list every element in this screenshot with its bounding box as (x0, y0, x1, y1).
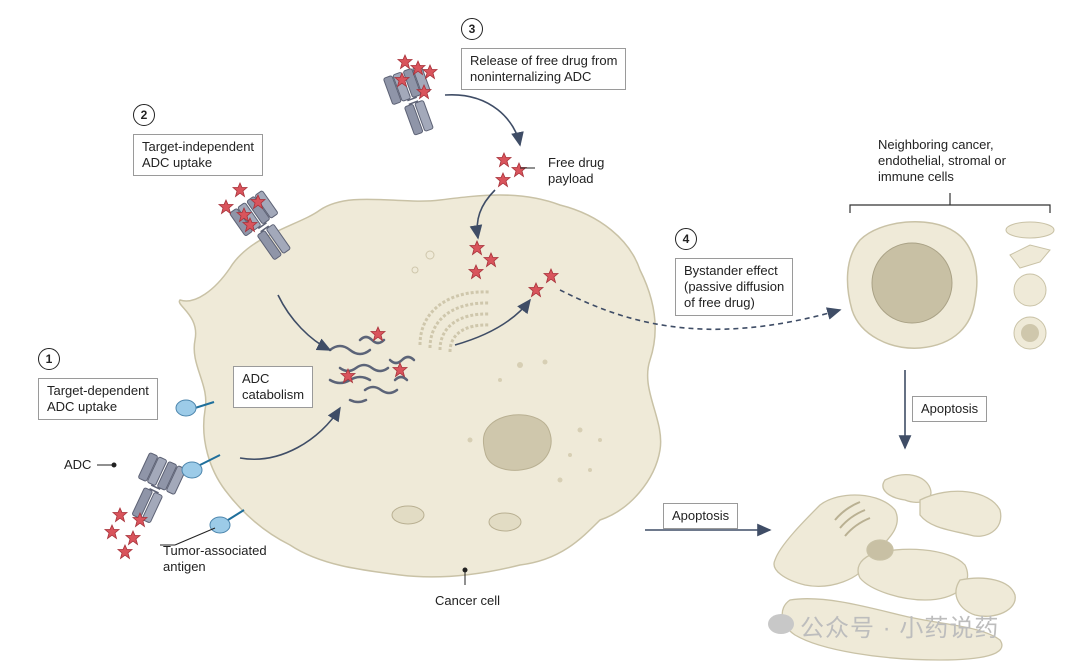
free-drug-line: Free drug (548, 155, 605, 170)
step-2-label: Target-independent ADC uptake (133, 134, 264, 176)
tumor-antigen-label: Tumor-associated antigen (163, 543, 267, 575)
neighboring-cells-label: Neighboring cancer, endothelial, stromal… (878, 137, 1006, 185)
neighbor-cell-small (1005, 221, 1055, 239)
step-4-label-line: Bystander effect (684, 263, 778, 278)
neighbor-bracket (849, 193, 1051, 213)
apoptotic-organelles (834, 501, 871, 537)
cancer-cell-label: Cancer cell (435, 593, 501, 608)
free-drug-line: payload (548, 171, 594, 186)
step-number-4: 4 (675, 228, 697, 250)
step-number-1: 1 (38, 348, 60, 370)
adc-label: ADC (64, 457, 92, 472)
tumor-antigen-line: antigen (163, 559, 206, 574)
apoptotic-fragments (773, 474, 1016, 661)
neighbor-cell-small (1009, 244, 1051, 269)
adc-catabolism-label: ADC catabolism (233, 366, 314, 408)
step-3-label-line: noninternalizing ADC (470, 69, 592, 84)
step-3-label: Release of free drug from noninternalizi… (461, 48, 627, 90)
free-drug-label: Free drug payload (548, 155, 604, 187)
step-number-2: 2 (133, 104, 155, 126)
step-4-label-line: of free drug) (684, 295, 755, 310)
step-1-label: Target-dependent ADC uptake (38, 378, 158, 420)
step-2-label-line: ADC uptake (142, 155, 213, 170)
watermark: 公众号 · 小药说药 (800, 615, 1000, 642)
adc-catabolism-line: ADC (242, 371, 270, 386)
wechat-icon (768, 614, 794, 634)
tumor-antigens (175, 399, 245, 534)
leader-lines (97, 167, 535, 585)
step-4-label-line: (passive diffusion (684, 279, 785, 294)
nucleus (482, 414, 552, 471)
arrows (239, 94, 912, 537)
neighboring-line: endothelial, stromal or (878, 153, 1006, 168)
adc-antibody-step1 (122, 451, 187, 529)
step-2-label-line: Target-independent (142, 139, 255, 154)
catabolism-fragments (328, 335, 416, 404)
vesicles (411, 250, 602, 483)
endoplasmic-reticulum (418, 290, 491, 353)
step-1-label-line: Target-dependent (47, 383, 149, 398)
neighbor-cell-large (846, 221, 978, 349)
step-3-label-line: Release of free drug from (470, 53, 618, 68)
mitochondrion (488, 512, 522, 532)
adc-catabolism-line: catabolism (242, 387, 305, 402)
neighboring-line: Neighboring cancer, (878, 137, 994, 152)
step-4-label: Bystander effect (passive diffusion of f… (675, 258, 794, 316)
tumor-antigen-line: Tumor-associated (163, 543, 267, 558)
mitochondrion (391, 505, 425, 525)
step-1-label-line: ADC uptake (47, 399, 118, 414)
neighboring-line: immune cells (878, 169, 954, 184)
cancer-cell (178, 194, 662, 578)
neighbor-cell-small (1013, 273, 1047, 307)
step-number-3: 3 (461, 18, 483, 40)
apoptosis-bottom-label: Apoptosis (663, 503, 739, 529)
apoptosis-right-label: Apoptosis (912, 396, 988, 422)
